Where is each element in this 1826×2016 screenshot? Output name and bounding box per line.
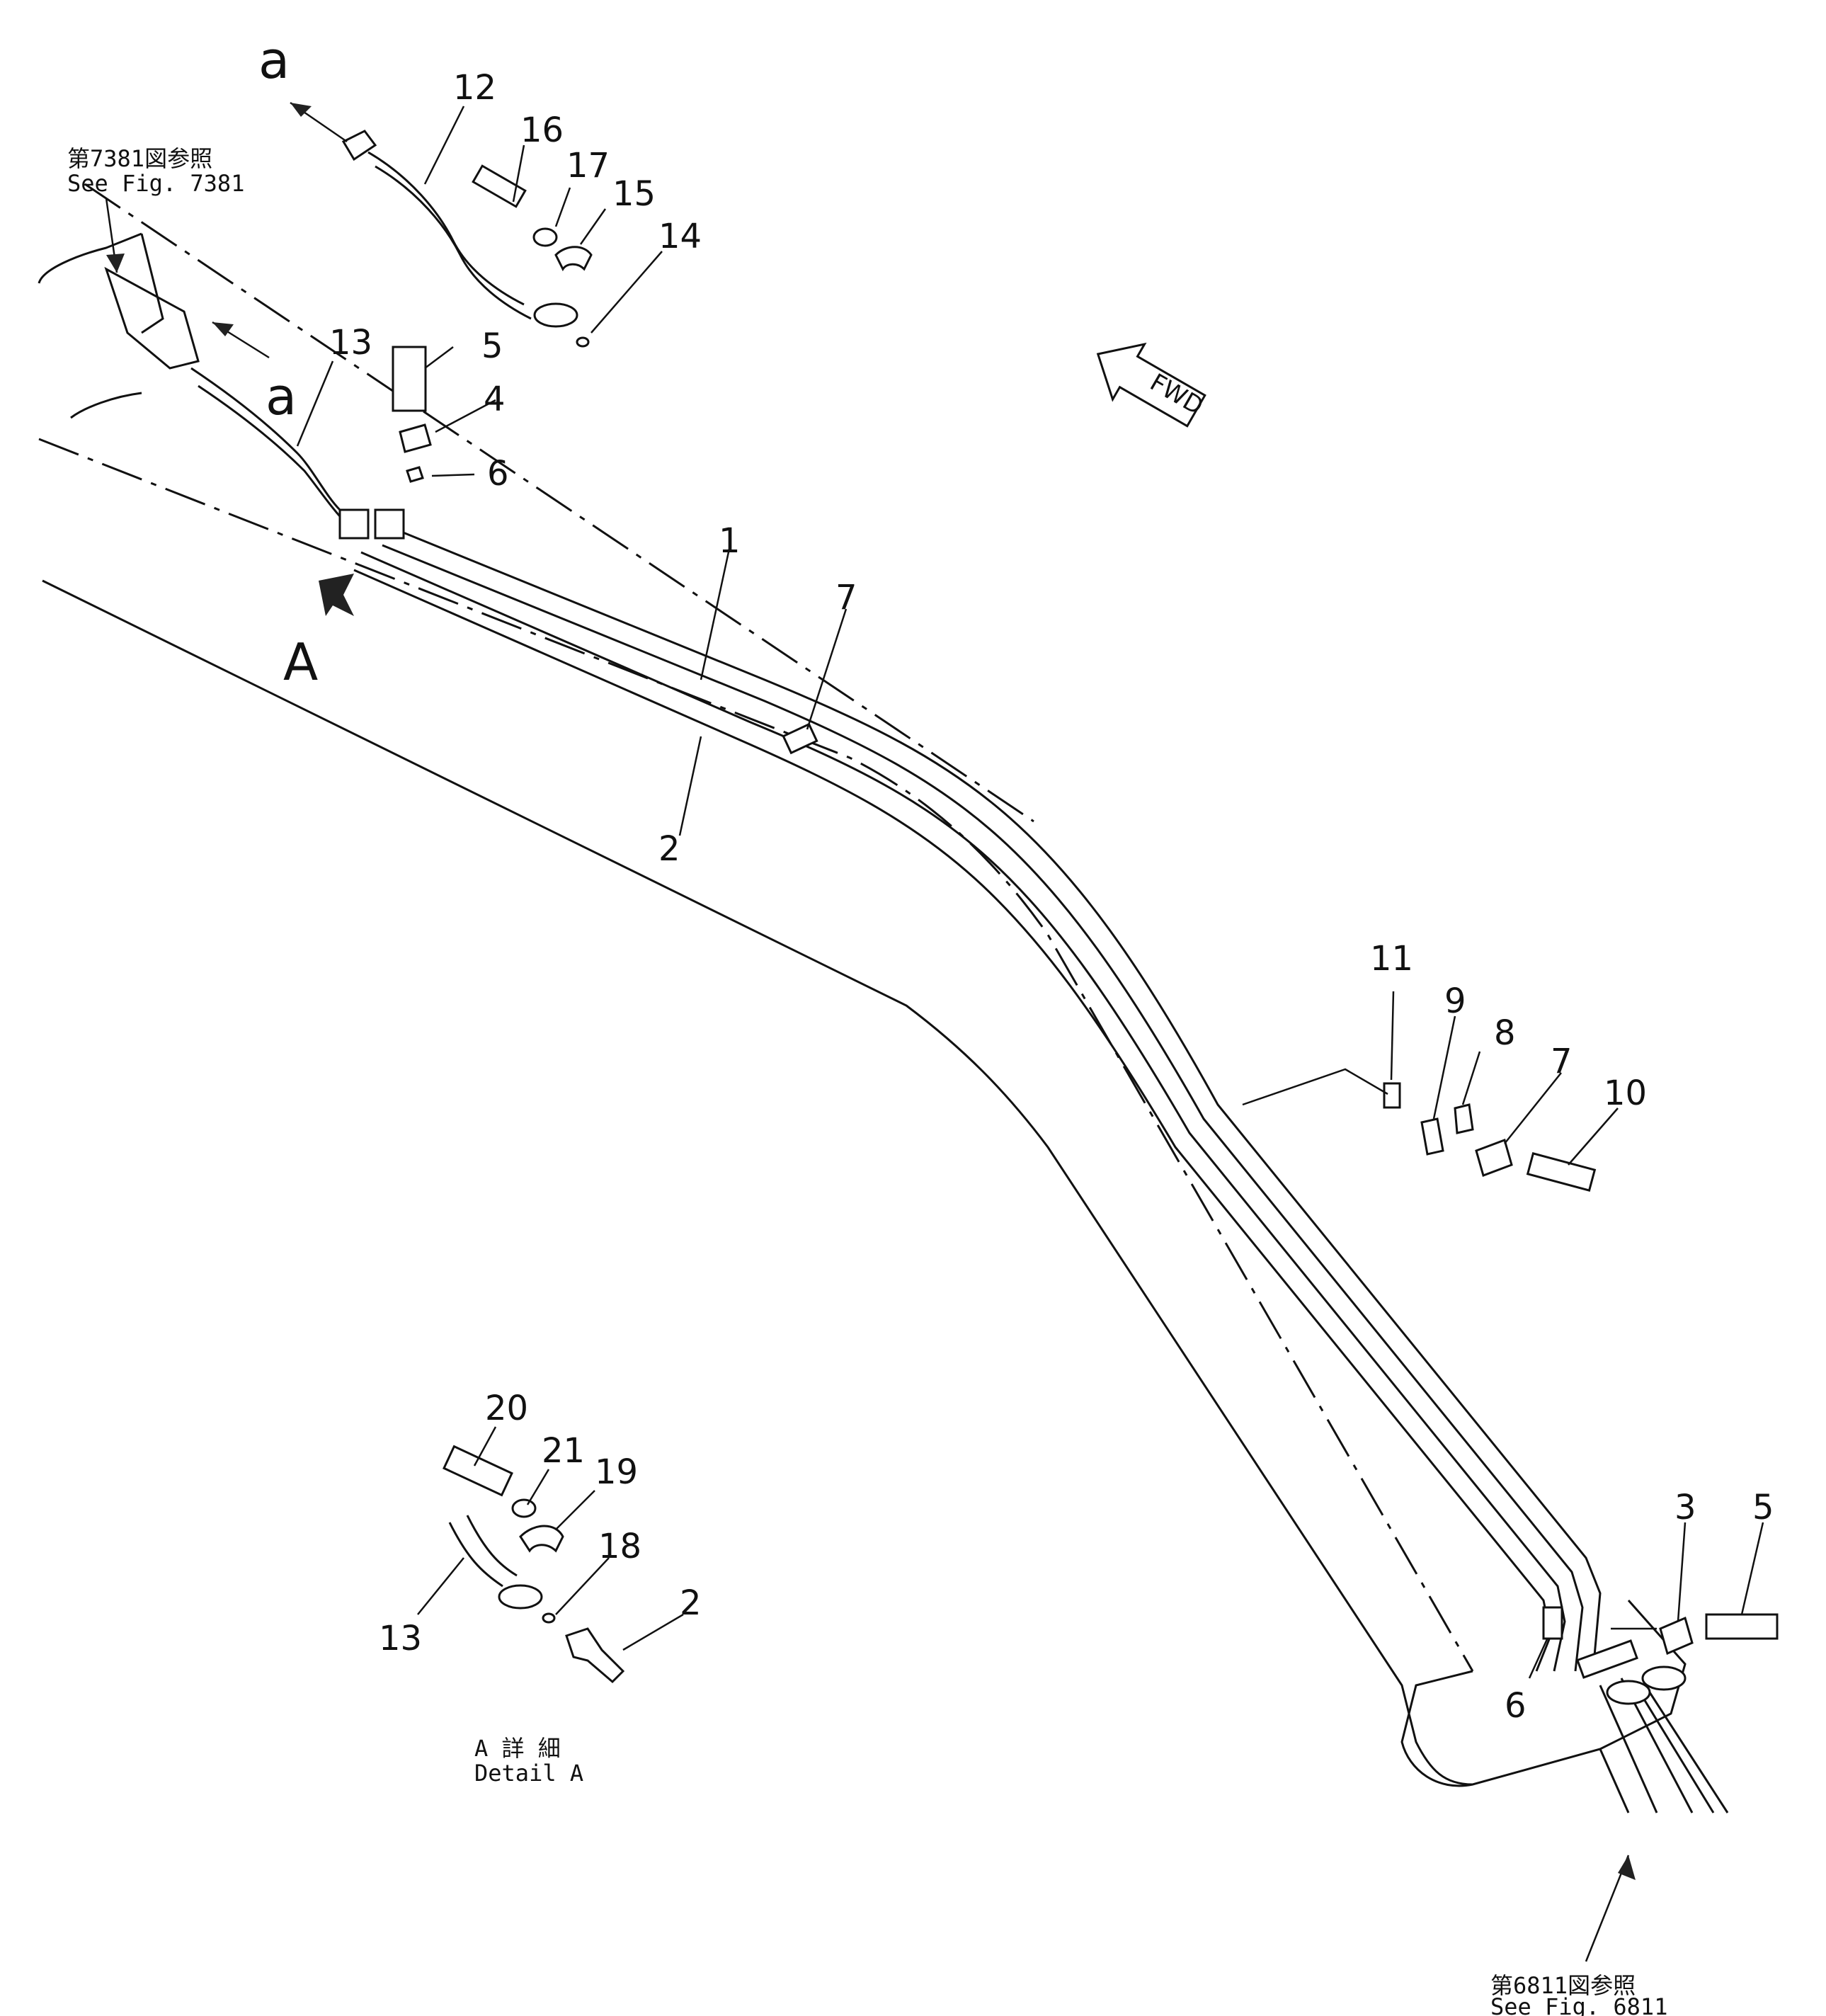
oring-14: [576, 336, 590, 348]
detail-title-en: Detail A: [474, 1760, 583, 1787]
ref-top-jp: 第7381図参照: [67, 145, 212, 172]
detail-title-jp: A 詳 細: [474, 1735, 561, 1762]
callout-11: 11: [1370, 939, 1413, 979]
callout-2: 2: [658, 829, 680, 869]
plate-6b: [1542, 1606, 1563, 1640]
callout-10: 10: [1604, 1074, 1647, 1113]
clamp-set-right: [1242, 1068, 1597, 1192]
callout-16: 16: [520, 110, 564, 150]
callout-3: 3: [1674, 1488, 1696, 1527]
ref-bottom-en: See Fig. 6811: [1490, 1993, 1667, 2016]
clamp-15: [554, 246, 593, 272]
callout-9: 9: [1444, 981, 1466, 1021]
callout-7: 7: [835, 578, 857, 617]
washer-21: [511, 1498, 537, 1518]
callout-14: 14: [658, 217, 702, 256]
ref-bottom-jp: 第6811図参照: [1490, 1972, 1636, 1999]
plate-4: [399, 423, 432, 453]
callout-18: 18: [598, 1527, 641, 1566]
callout-4: 4: [484, 380, 506, 419]
hose-13-flange: [498, 1584, 543, 1610]
callout-8: 8: [1494, 1013, 1516, 1053]
pipe-clamp-7: [782, 722, 818, 755]
bottom-clamp: [1576, 1639, 1638, 1679]
leader-lines: [105, 106, 1764, 1962]
detail-a-drawing: [443, 1445, 625, 1684]
hose-fitting-13: [338, 508, 370, 540]
callout-17: 17: [566, 146, 610, 186]
pipe-2-end: [565, 1627, 625, 1684]
clamp-8: [1454, 1103, 1474, 1134]
callout-15: 15: [612, 174, 656, 214]
ref-top-en: See Fig. 7381: [67, 170, 244, 197]
hose-fitting-12: [374, 508, 405, 540]
oring-18: [542, 1612, 556, 1624]
callout-5: 5: [481, 326, 503, 366]
callout-13: 13: [329, 323, 372, 363]
view-label-a: A: [283, 632, 318, 692]
callout-1: 1: [719, 521, 741, 561]
callout-7b: 7: [1551, 1042, 1573, 1081]
view-a-arrow: [319, 574, 354, 616]
callout-6b: 6: [1505, 1686, 1527, 1726]
connector-a-mid: a: [266, 367, 297, 426]
callout-5b: 5: [1752, 1488, 1774, 1527]
boom-outline: [38, 183, 1687, 1813]
plate-11: [1383, 1082, 1401, 1109]
hydraulic-pipes: [353, 523, 1729, 1813]
fwd-arrow: [1096, 342, 1206, 428]
bolt-set-mid: [392, 346, 432, 483]
bolt-5b: [1705, 1613, 1779, 1640]
shim-6: [406, 466, 424, 483]
valve-block: [104, 266, 200, 370]
callout-19: 19: [595, 1452, 638, 1492]
bolt-10: [1526, 1152, 1597, 1192]
callout-6: 6: [487, 454, 509, 494]
bolt-20: [443, 1445, 513, 1497]
bolt-set-top: [472, 164, 593, 348]
callout-13b: 13: [379, 1619, 422, 1658]
bolt-16: [472, 164, 527, 208]
hose-assembly-top: [104, 266, 405, 540]
clamp-19: [519, 1525, 564, 1553]
clamp-7b: [1475, 1139, 1513, 1177]
hose-12: [341, 130, 578, 328]
callout-2b: 2: [680, 1583, 702, 1623]
callout-21: 21: [542, 1431, 585, 1471]
bolt-5: [392, 346, 427, 412]
clamp-9: [1420, 1117, 1444, 1156]
callout-20: 20: [485, 1389, 528, 1428]
flange-left: [1606, 1680, 1651, 1705]
washer-17: [532, 227, 558, 247]
connector-a-top: a: [258, 30, 290, 90]
callout-12: 12: [453, 68, 496, 108]
flange-right: [1641, 1665, 1687, 1691]
clamp-3: [1659, 1616, 1694, 1656]
